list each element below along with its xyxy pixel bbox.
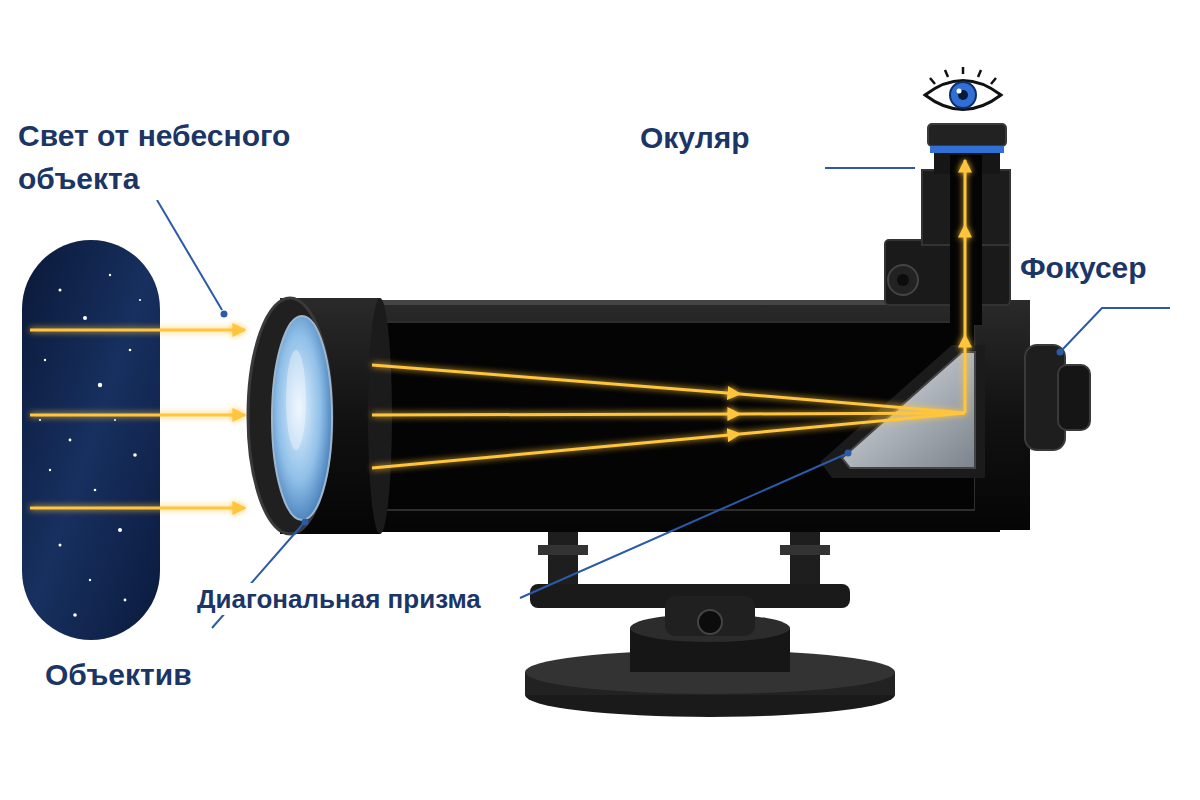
star-field [49, 469, 51, 471]
telescope-tube [286, 350, 306, 450]
light-ray [964, 160, 967, 225]
star-field [118, 528, 122, 532]
star-field [59, 544, 62, 547]
eye-icon [925, 67, 1001, 110]
leader-dot [221, 311, 228, 318]
focuser [897, 274, 909, 286]
light-ray [372, 434, 740, 468]
star-field [22, 240, 160, 640]
telescope-tube [248, 298, 1000, 534]
focuser [1058, 365, 1090, 430]
leader-line [825, 167, 915, 169]
part-label: Диагональная призма [193, 583, 485, 615]
light-ray [30, 507, 245, 510]
star-field [59, 289, 62, 292]
eye-icon [950, 82, 976, 108]
leader-dot [302, 519, 309, 526]
part-label: Окуляр [636, 118, 754, 158]
light-ray [372, 160, 965, 468]
star-field [129, 349, 132, 352]
telescope-tube [248, 298, 332, 534]
eye-icon [957, 89, 962, 94]
light-ray [740, 413, 965, 414]
part-label: Фокусер [1016, 248, 1151, 288]
light-ray [964, 225, 967, 335]
eyepiece [930, 146, 1004, 153]
light-ray [30, 330, 245, 508]
eyepiece [928, 124, 1006, 146]
light-ray [30, 329, 245, 332]
leader-dot [1057, 349, 1064, 356]
star-field [109, 274, 111, 276]
light-source-label: Свет от небесного объекта [14, 114, 344, 200]
light-ray [372, 414, 740, 415]
mount [780, 545, 830, 555]
star-field [44, 359, 46, 361]
mount [698, 610, 722, 634]
leader-dot [221, 311, 1064, 526]
light-ray [30, 414, 245, 417]
star-field [133, 453, 137, 457]
eye-icon [925, 81, 1001, 110]
star-field [98, 383, 102, 387]
telescope-tube [272, 316, 332, 520]
star-field [39, 419, 41, 421]
star-field [22, 240, 160, 640]
star-field [89, 579, 91, 581]
star-field [124, 599, 127, 602]
focuser [888, 265, 918, 295]
star-field [94, 489, 97, 492]
light-ray [964, 335, 967, 413]
light-ray [740, 413, 965, 434]
light-ray [372, 365, 740, 394]
star-field [139, 299, 141, 301]
mount [790, 530, 820, 588]
part-label: Объектив [41, 655, 196, 695]
focuser [885, 240, 1010, 305]
leader-line [520, 454, 846, 598]
mount [665, 596, 755, 636]
leader-line [157, 200, 222, 310]
leader-line [157, 168, 1170, 628]
mount [525, 530, 895, 717]
eye-icon [930, 67, 996, 84]
telescope-tube [330, 300, 1000, 532]
diagonal-prism [842, 352, 975, 468]
star-field [73, 613, 77, 617]
star-field [83, 316, 87, 320]
light-ray [740, 394, 965, 413]
star-field [69, 439, 72, 442]
leader-line [1062, 308, 1170, 350]
leader-dot [845, 450, 852, 457]
mount [538, 545, 588, 555]
star-field [114, 419, 116, 421]
